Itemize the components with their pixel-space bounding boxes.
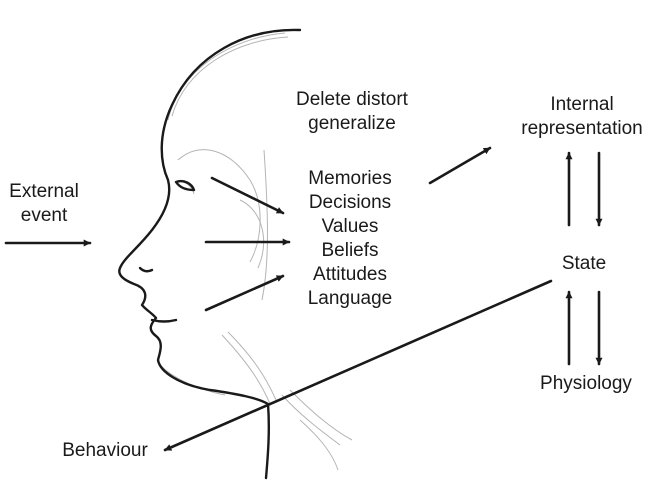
physiology-label: Physiology	[526, 372, 646, 396]
state-label: State	[544, 252, 624, 276]
internal-representation-label: Internal representation	[512, 93, 652, 141]
filter-item-decisions: Decisions	[290, 191, 410, 215]
filter-item-attitudes: Attitudes	[290, 263, 410, 287]
filter-item-language: Language	[290, 287, 410, 311]
mouth-input-arrow	[206, 276, 283, 310]
nostril-stroke	[140, 268, 152, 271]
external-event-line-1: External	[2, 180, 86, 204]
mouth-stroke	[152, 320, 176, 322]
eye-input-arrow	[212, 178, 283, 213]
filter-item-memories: Memories	[290, 167, 410, 191]
filter-item-beliefs: Beliefs	[290, 239, 410, 263]
internal-representation-line-1: Internal	[512, 93, 652, 117]
to-internal-representation-arrow	[430, 148, 490, 183]
filter-item-values: Values	[290, 215, 410, 239]
filters-list: Memories Decisions Values Beliefs Attitu…	[290, 167, 410, 311]
internal-representation-line-2: representation	[512, 117, 652, 141]
filter-process-line-2: generalize	[282, 112, 422, 136]
head-profile-outline	[119, 30, 300, 478]
external-event-label: External event	[2, 180, 86, 228]
head-profile-sketch	[119, 30, 300, 478]
behaviour-label: Behaviour	[52, 439, 158, 463]
external-event-line-2: event	[2, 204, 86, 228]
filter-process-label: Delete distort generalize	[282, 88, 422, 136]
filter-process-line-1: Delete distort	[282, 88, 422, 112]
